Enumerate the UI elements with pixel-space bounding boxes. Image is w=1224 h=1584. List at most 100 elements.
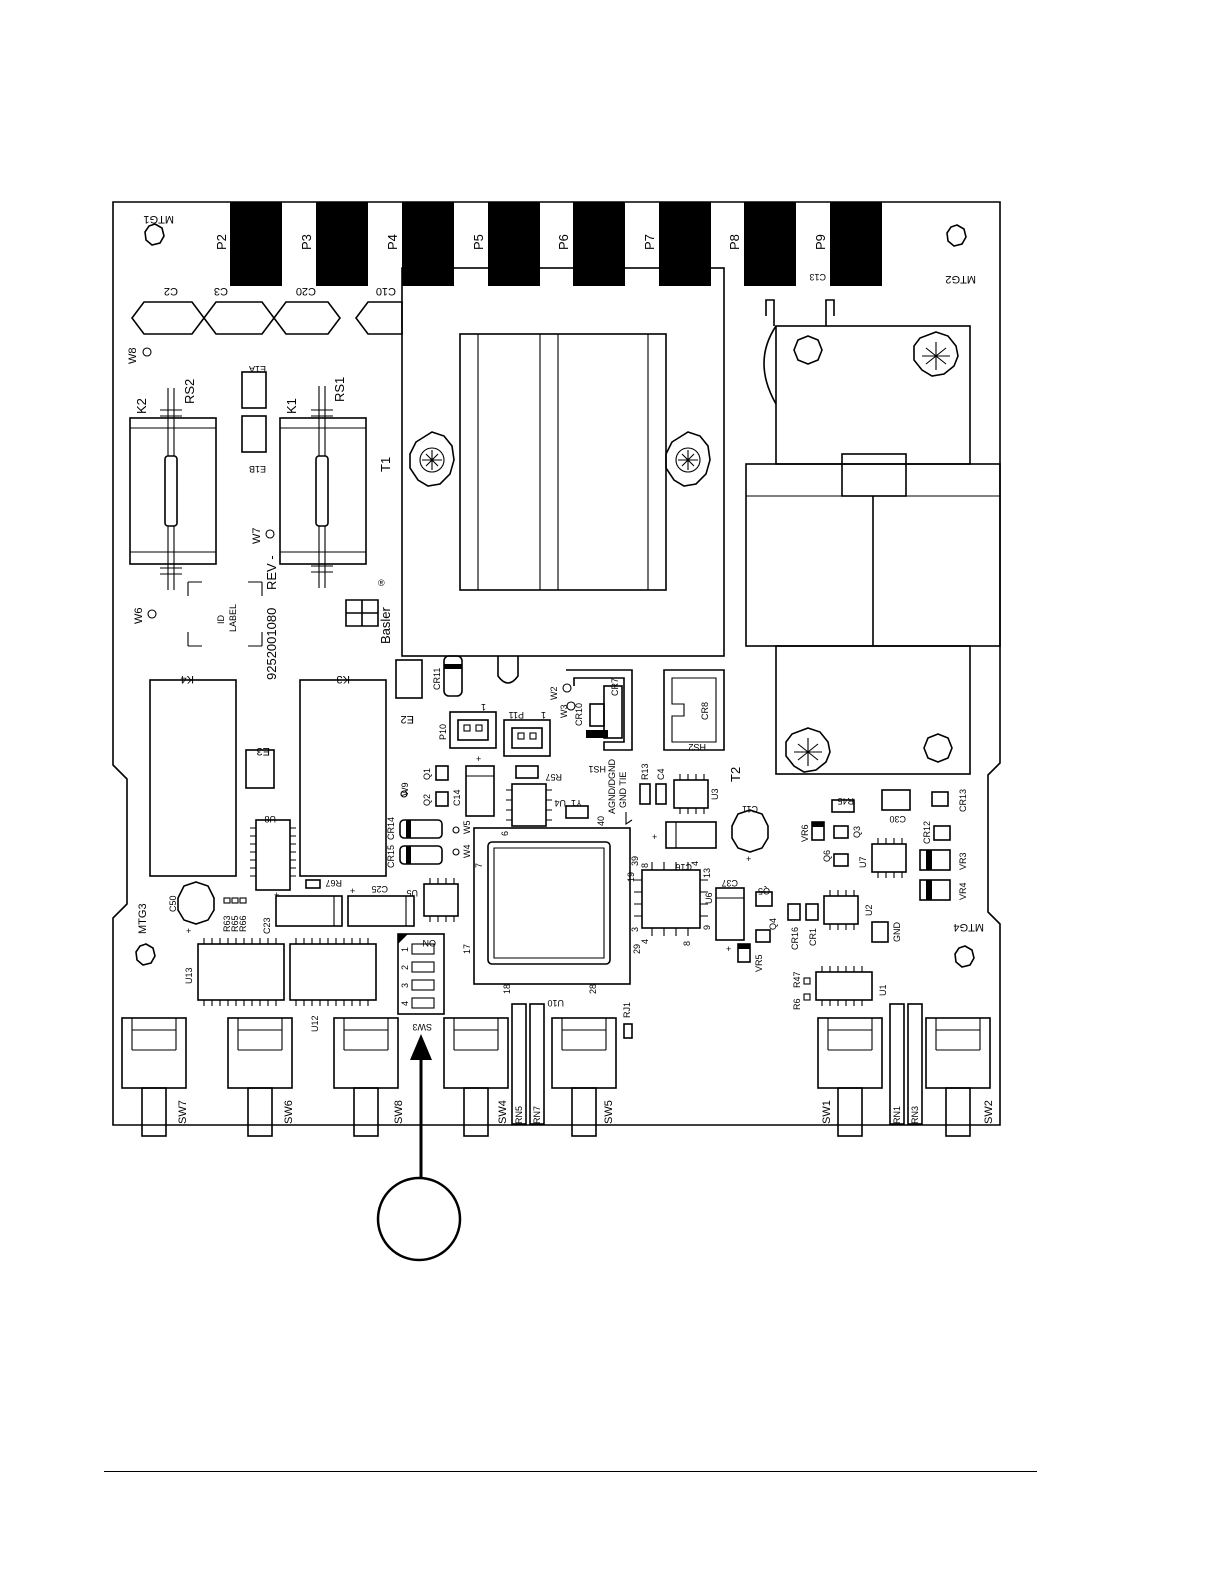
svg-text:17: 17 — [462, 944, 472, 954]
terminal-headers: P2 P3 P4 P5 P6 P7 P8 P9 — [214, 202, 882, 286]
svg-text:W4: W4 — [462, 845, 472, 859]
svg-text:1: 1 — [541, 710, 546, 720]
misc-components-mid: C37 + Q5 Q4 VR5 — [715, 878, 778, 972]
callout-arrow — [410, 1034, 432, 1180]
svg-text:SW4: SW4 — [497, 1100, 509, 1124]
header-label: P9 — [813, 234, 828, 250]
svg-text:2: 2 — [400, 965, 410, 970]
k1-label: K1 — [284, 398, 299, 414]
svg-text:R6: R6 — [792, 998, 802, 1010]
svg-text:U1: U1 — [878, 984, 888, 996]
svg-text:W2: W2 — [549, 687, 559, 701]
svg-text:W9: W9 — [400, 783, 410, 797]
top-capacitors: C2 C3 C20 C10 C13 — [131, 272, 826, 335]
svg-text:CR13: CR13 — [958, 789, 968, 812]
heatsink-hs1: HS1 CR7 CR10 — [566, 669, 633, 774]
svg-text:K3: K3 — [337, 673, 350, 685]
svg-text:19: 19 — [626, 872, 636, 882]
svg-text:+: + — [652, 832, 657, 842]
svg-text:SW6: SW6 — [283, 1100, 295, 1124]
svg-text:8: 8 — [640, 863, 650, 868]
dip-switch-sw3: ON 1 2 3 4 SW3 — [397, 933, 445, 1032]
ic-u5 — [423, 883, 459, 917]
svg-text:9252001080: 9252001080 — [264, 608, 279, 680]
switch-sw8: SW8 — [333, 1017, 405, 1137]
svg-text:29: 29 — [632, 944, 642, 954]
relay-k3: K3 — [299, 673, 387, 877]
svg-text:CR1: CR1 — [808, 928, 818, 946]
svg-text:CR7: CR7 — [610, 678, 620, 696]
ic-u6: 19 8 4 13 3 4 8 9 U6 — [626, 861, 714, 946]
svg-text:CR16: CR16 — [790, 927, 800, 950]
svg-text:W7: W7 — [251, 528, 263, 545]
ic-u7 — [871, 843, 907, 873]
svg-text:CR14: CR14 — [386, 817, 396, 840]
svg-text:8: 8 — [682, 941, 692, 946]
c20-label: C20 — [296, 285, 316, 297]
svg-text:R13: R13 — [640, 763, 650, 780]
svg-text:R63: R63 — [222, 915, 232, 932]
c13-label: C13 — [809, 272, 826, 282]
svg-text:Q6: Q6 — [822, 850, 832, 862]
t1-label: T1 — [378, 457, 393, 472]
heatsink-hs2: HS2 CR8 — [663, 669, 725, 752]
svg-text:13: 13 — [702, 868, 712, 878]
svg-text:K4: K4 — [181, 673, 194, 685]
ic-u3 — [673, 779, 709, 809]
svg-text:W5: W5 — [462, 821, 472, 835]
ic-u10: 6 7 40 39 17 29 18 28 U10 — [462, 816, 642, 1008]
svg-text:C25: C25 — [371, 884, 388, 894]
svg-text:C11: C11 — [742, 804, 758, 814]
svg-text:HS2: HS2 — [688, 742, 706, 752]
svg-text:VR6: VR6 — [800, 824, 810, 842]
footer-rule — [104, 1471, 1037, 1472]
svg-text:REV -: REV - — [264, 555, 279, 590]
svg-text:P10: P10 — [438, 724, 448, 740]
ic-u8: U8 — [250, 814, 296, 891]
header-label: P8 — [727, 234, 742, 250]
lower-left-components: CR14 CR15 R67 U5 C25 + C23 + C50 + R63 R… — [168, 817, 459, 936]
svg-text:4: 4 — [690, 861, 700, 866]
svg-text:®: ® — [378, 578, 385, 588]
svg-text:U2: U2 — [864, 904, 874, 916]
svg-text:4: 4 — [640, 939, 650, 944]
svg-text:U6: U6 — [704, 892, 714, 904]
svg-text:SW2: SW2 — [983, 1100, 995, 1124]
switch-sw7: SW7 — [121, 1017, 189, 1137]
relay-k4: K4 — [149, 673, 237, 877]
svg-text:1: 1 — [481, 702, 486, 712]
svg-text:Q1: Q1 — [422, 768, 432, 780]
ic-u13: U13 — [184, 938, 285, 1006]
header-label: P5 — [471, 234, 486, 250]
right-components: R45 C30 CR13 VR6 Q3 Q6 U7 CR12 VR3 VR4 C… — [787, 789, 968, 950]
svg-text:+: + — [476, 754, 481, 764]
svg-text:C16: C16 — [675, 862, 692, 872]
svg-text:C4: C4 — [656, 768, 666, 780]
k2-label: K2 — [134, 398, 149, 414]
svg-text:1: 1 — [400, 947, 410, 952]
header-label: P2 — [214, 234, 229, 250]
svg-text:U3: U3 — [710, 788, 720, 800]
svg-text:ID: ID — [216, 614, 226, 624]
test-points: W8 W7 W6 W2 W3 W9 W5 W4 — [127, 347, 576, 859]
svg-text:P11: P11 — [509, 710, 524, 720]
svg-text:C50: C50 — [168, 895, 178, 912]
svg-text:+: + — [186, 926, 191, 936]
svg-text:VR4: VR4 — [958, 882, 968, 900]
svg-text:U12: U12 — [310, 1015, 320, 1032]
svg-text:AGND/DGND: AGND/DGND — [607, 758, 617, 814]
diode-cr11: CR11 — [432, 655, 463, 697]
svg-text:ON: ON — [423, 938, 437, 948]
svg-text:+: + — [350, 886, 355, 896]
header-label: P3 — [299, 234, 314, 250]
svg-text:SW7: SW7 — [177, 1100, 189, 1124]
svg-text:9: 9 — [702, 925, 712, 930]
relay-k2: K2 RS2 — [129, 379, 217, 590]
svg-text:RN1: RN1 — [892, 1106, 902, 1124]
svg-text:GND: GND — [892, 922, 902, 943]
ic-u12: U12 — [289, 938, 377, 1032]
mtg3-label: MTG3 — [137, 903, 149, 934]
right-center-components: R13 C4 U3 C11 + + C16 — [639, 763, 769, 872]
svg-text:+: + — [726, 944, 731, 954]
svg-text:VR5: VR5 — [754, 954, 764, 972]
